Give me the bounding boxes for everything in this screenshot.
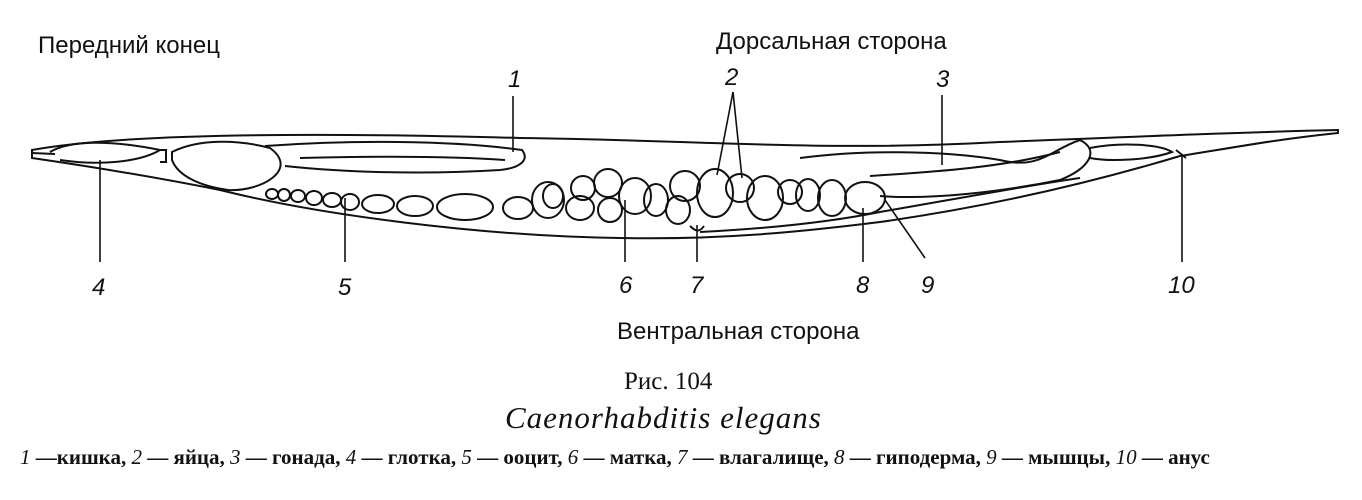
legend-num: 6 xyxy=(568,445,579,469)
legend-num: 4 xyxy=(346,445,357,469)
legend-text: яйца xyxy=(173,445,219,469)
callout-4: 4 xyxy=(92,274,105,302)
legend-num: 7 xyxy=(677,445,688,469)
hypodermis xyxy=(700,212,880,232)
ventral-label: Вентральная сторона xyxy=(617,318,859,346)
callout-3: 3 xyxy=(936,66,949,94)
eggs xyxy=(532,169,885,224)
intestine-inner xyxy=(300,157,505,160)
callout-6: 6 xyxy=(619,272,632,300)
callout-8: 8 xyxy=(856,272,869,300)
legend-num: 1 xyxy=(20,445,31,469)
legend-text: матка xyxy=(610,445,667,469)
legend-num: 3 xyxy=(230,445,241,469)
legend-text: гиподерма xyxy=(876,445,976,469)
anterior-label: Передний конец xyxy=(38,32,220,60)
legend-text: мышцы xyxy=(1028,445,1105,469)
legend-num: 10 xyxy=(1116,445,1137,469)
legend-text: влагалище xyxy=(719,445,824,469)
callout-7: 7 xyxy=(690,272,703,300)
figure-number: Рис. 104 xyxy=(624,368,712,396)
legend-num: 2 xyxy=(131,445,142,469)
pharynx-bulb xyxy=(160,150,166,162)
legend-num: 9 xyxy=(986,445,997,469)
legend-num: 8 xyxy=(834,445,845,469)
dorsal-label: Дорсальная сторона xyxy=(716,28,947,56)
mouth xyxy=(32,153,55,154)
callout-9: 9 xyxy=(921,272,934,300)
legend-text: анус xyxy=(1168,445,1210,469)
gut-posterior xyxy=(1090,145,1172,160)
figure-legend: 1 —кишка, 2 — яйца, 3 — гонада, 4 — глот… xyxy=(20,444,1356,470)
legend-num: 5 xyxy=(461,445,472,469)
legend-text: кишка xyxy=(57,445,121,469)
callout-5: 5 xyxy=(338,274,351,302)
legend-text: ооцит xyxy=(503,445,557,469)
pharynx xyxy=(50,143,160,163)
legend-text: глотка xyxy=(388,445,451,469)
callout-1: 1 xyxy=(508,66,521,94)
oocytes xyxy=(266,189,533,220)
muscle-line xyxy=(880,178,1080,212)
callout-10: 10 xyxy=(1168,272,1195,300)
leader-lines xyxy=(100,92,1182,262)
legend-text: гонада xyxy=(272,445,335,469)
callout-2: 2 xyxy=(725,64,738,92)
figure-title: Caenorhabditis elegans xyxy=(505,400,822,436)
